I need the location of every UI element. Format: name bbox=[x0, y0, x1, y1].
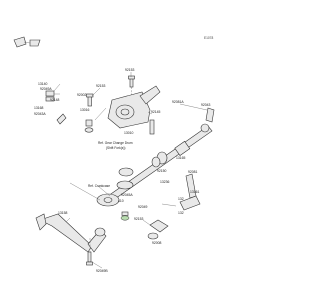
part-label: 92150 bbox=[157, 169, 167, 173]
ref-shift-forks: (Shift Fork(s)) bbox=[106, 146, 125, 150]
part-label: 92049B bbox=[96, 269, 108, 273]
part-label: 92043 bbox=[201, 103, 211, 107]
part-label: 92049A bbox=[40, 87, 52, 91]
parts-diagram: E1078 bbox=[13, 36, 215, 273]
stud-bolt bbox=[84, 93, 94, 133]
part-label: 92081 bbox=[188, 170, 198, 174]
part-label: 410 bbox=[118, 199, 124, 203]
ref-crankcase: Ref. Crankcase bbox=[88, 184, 110, 188]
part-label: 92081A bbox=[172, 100, 184, 104]
part-label: 92045A bbox=[121, 193, 133, 197]
part-label: 92043A bbox=[34, 112, 46, 116]
part-label: 92153 bbox=[96, 84, 106, 88]
part-label: 13236 bbox=[160, 180, 170, 184]
diagram-code: E1078 bbox=[204, 36, 213, 40]
part-label: 132 bbox=[178, 211, 184, 215]
shift-pawl bbox=[96, 167, 134, 207]
part-label: 13140 bbox=[38, 82, 48, 86]
part-label: 13016 bbox=[80, 108, 90, 112]
part-label: 13161 bbox=[190, 190, 200, 194]
part-label: 92049 bbox=[138, 205, 148, 209]
part-label: 92153 bbox=[134, 217, 144, 221]
part-label: 92002 bbox=[77, 93, 87, 97]
gear-change-drum-assembly bbox=[107, 85, 161, 129]
bolt-top bbox=[128, 75, 135, 88]
ref-gear-change-drum: Ref. Gear Change Drum bbox=[98, 141, 133, 145]
part-label: 92153 bbox=[125, 68, 135, 72]
part-label: 13158 bbox=[58, 211, 68, 215]
bracket-icon bbox=[13, 36, 41, 48]
gear-change-pedal bbox=[35, 213, 107, 253]
part-label: 13168 bbox=[34, 106, 44, 110]
part-label: 13010 bbox=[124, 131, 134, 135]
part-label: 132 bbox=[178, 197, 184, 201]
bolt-bottom bbox=[86, 251, 93, 266]
spring-arms bbox=[120, 173, 201, 240]
spring-stopper-parts bbox=[45, 90, 67, 125]
return-spring bbox=[149, 119, 168, 168]
part-label: 92008 bbox=[152, 241, 162, 245]
part-label: 92145 bbox=[151, 110, 161, 114]
part-label: 13165 bbox=[176, 156, 186, 160]
exploded-view: E1078 bbox=[13, 36, 215, 273]
part-label: 92148 bbox=[50, 98, 60, 102]
